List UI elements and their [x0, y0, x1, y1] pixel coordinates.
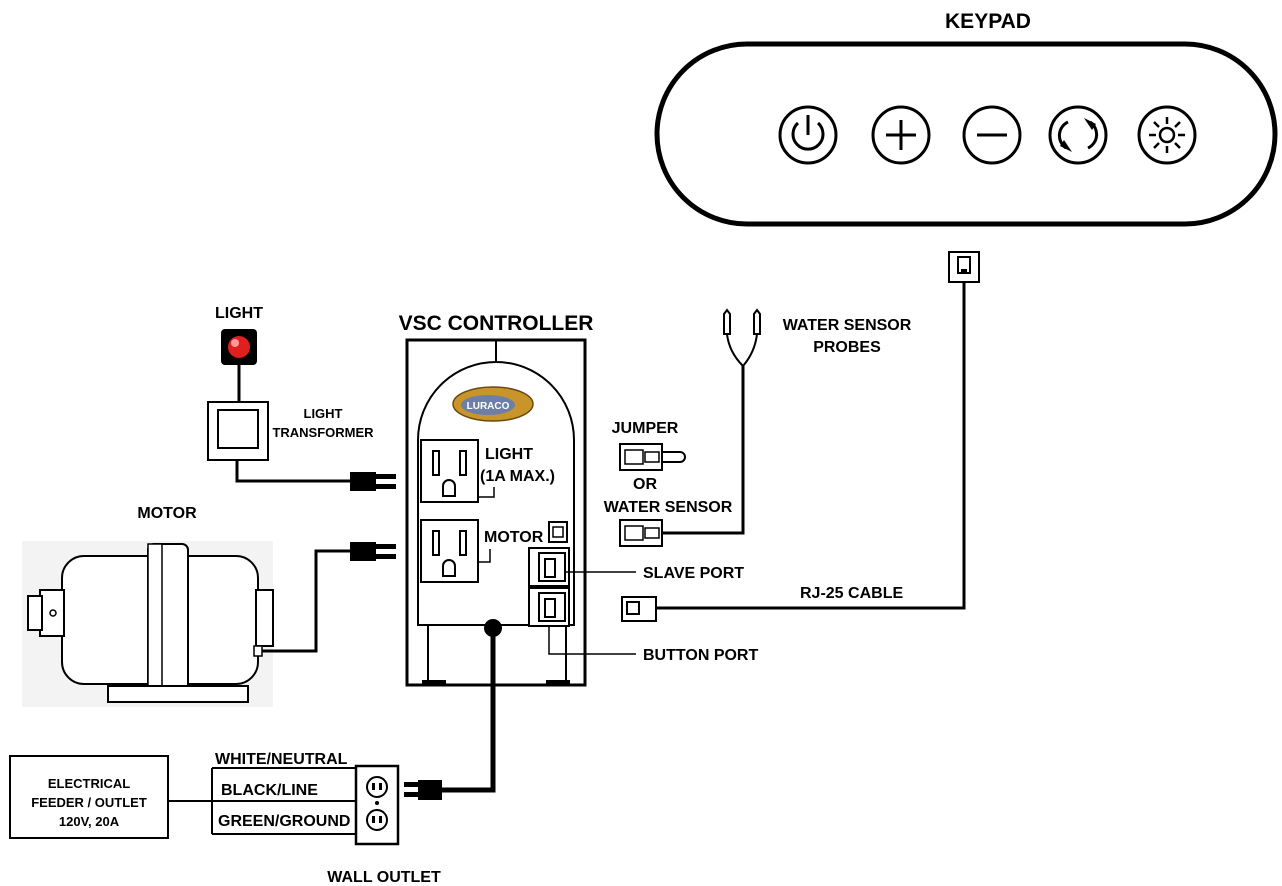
luraco-logo: LURACO	[452, 386, 534, 422]
or-label: OR	[633, 476, 657, 493]
wire-white-label: WHITE/NEUTRAL	[215, 751, 348, 768]
jumper-plug	[619, 443, 686, 471]
controller-title: VSC CONTROLLER	[399, 312, 594, 335]
motor	[22, 541, 274, 707]
plus-button[interactable]	[871, 105, 931, 165]
rj25-plug	[621, 596, 657, 622]
light-title: LIGHT	[215, 305, 263, 322]
light-transformer	[207, 401, 269, 461]
keypad-title: KEYPAD	[945, 10, 1031, 33]
vsc-controller: LURACO LIGHT (1A MAX.) MOTOR	[405, 338, 587, 687]
plus-icon	[886, 120, 916, 150]
light-plug	[350, 472, 396, 491]
motor-outlet-label: MOTOR	[484, 529, 544, 546]
rj25-cable-label: RJ-25 CABLE	[800, 585, 903, 602]
light-outlet	[420, 439, 479, 503]
motor-title: MOTOR	[137, 505, 197, 522]
water-sensor-label: WATER SENSOR	[604, 499, 733, 516]
slave-port[interactable]	[528, 547, 570, 587]
power-icon	[791, 115, 825, 151]
wire-black-label: BLACK/LINE	[221, 782, 318, 799]
light-lamp	[221, 329, 257, 365]
cycle-button[interactable]	[1048, 105, 1108, 165]
jumper-label: JUMPER	[612, 420, 679, 437]
cycle-icon	[1057, 118, 1099, 152]
power-button[interactable]	[778, 105, 838, 165]
transformer-label-line2: TRANSFORMER	[272, 425, 374, 440]
electrical-feeder-box: ELECTRICAL FEEDER / OUTLET 120V, 20A	[9, 755, 169, 839]
probes-label-line1: WATER SENSOR	[783, 317, 912, 334]
motor-plug	[350, 542, 396, 561]
keypad: KEYPAD	[654, 10, 1278, 227]
light-outlet-rating: (1A MAX.)	[480, 468, 555, 485]
light-button[interactable]	[1137, 105, 1197, 165]
feeder-label-line2: FEEDER / OUTLET	[31, 795, 147, 810]
lamp-bulb	[228, 336, 250, 358]
sensor-port	[548, 521, 568, 543]
motor-outlet	[420, 519, 479, 583]
button-port-label: BUTTON PORT	[643, 647, 758, 664]
minus-button[interactable]	[962, 105, 1022, 165]
keypad-jack	[948, 251, 980, 283]
brand-text: LURACO	[467, 401, 510, 412]
power-cord	[440, 628, 496, 793]
wall-outlet-label: WALL OUTLET	[327, 869, 441, 886]
probes-label-line2: PROBES	[813, 339, 881, 356]
feeder-label-line3: 120V, 20A	[59, 814, 120, 829]
power-plug	[404, 780, 442, 800]
wire-green-label: GREEN/GROUND	[218, 813, 350, 830]
rj25-cable	[656, 282, 966, 610]
light-outlet-label: LIGHT	[485, 446, 533, 463]
feeder-label-line1: ELECTRICAL	[48, 776, 130, 791]
water-sensor-probes	[723, 308, 761, 367]
wall-outlet	[354, 764, 400, 846]
water-sensor-plug	[619, 519, 663, 547]
slave-port-label: SLAVE PORT	[643, 565, 744, 582]
light-icon	[1149, 117, 1185, 153]
button-port[interactable]	[528, 587, 570, 627]
transformer-label-line1: LIGHT	[304, 406, 343, 421]
